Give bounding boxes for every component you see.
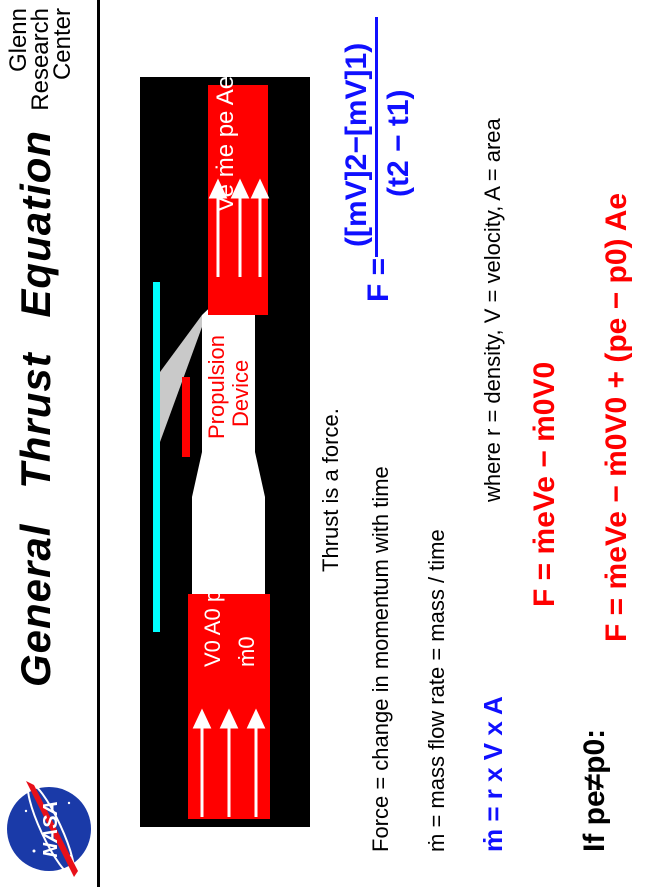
force-lhs: F = <box>362 257 395 302</box>
nasa-logo: NASA <box>4 771 94 881</box>
mass-flow-definition: ṁ = mass flow rate = mass / time <box>424 529 449 852</box>
thrust-diagram: V0 A0 p0 ṁ0 Propulsion Device Ve ṁe pe A… <box>140 75 310 827</box>
title-word-2: Thrust <box>12 352 59 489</box>
pressure-condition: If pe≠p0: <box>578 728 611 852</box>
force-denominator: (t2 − t1) <box>382 89 415 197</box>
force-numerator: ([mV]2−[mV]1) <box>340 42 373 247</box>
device-label-2: Device <box>228 359 253 427</box>
logo-text: NASA <box>40 801 62 858</box>
center-name: Glenn Research Center <box>5 8 76 111</box>
device-label-1: Propulsion <box>204 335 229 439</box>
title-word-1: General <box>12 523 59 687</box>
inlet-label-2: ṁ0 <box>234 636 259 667</box>
mass-flow-equation: ṁ = r x V x A <box>478 696 508 852</box>
force-simple-equation: F = ṁeVe − ṁ0V0 <box>528 361 561 607</box>
fraction-bar <box>375 17 378 257</box>
force-definition: Force = change in momentum with time <box>368 466 393 852</box>
title-word-3: Equation <box>12 129 59 318</box>
variables-definition: where r = density, V = velocity, A = are… <box>480 118 505 502</box>
force-full-equation: F = ṁeVe − ṁ0V0 + (pe − p0) Ae <box>600 192 633 642</box>
page-title: General Thrust Equation <box>12 108 60 687</box>
exit-label: Ve ṁe pe Ae <box>212 75 239 212</box>
thrust-force-text: Thrust is a force. <box>318 408 343 572</box>
force-general-equation: F = <box>362 258 396 302</box>
inlet-label-1: V0 A0 p0 <box>200 577 225 667</box>
title-divider <box>97 0 100 887</box>
nasa-logo-icon: NASA <box>7 781 91 877</box>
center-line-3: Center <box>49 8 76 81</box>
